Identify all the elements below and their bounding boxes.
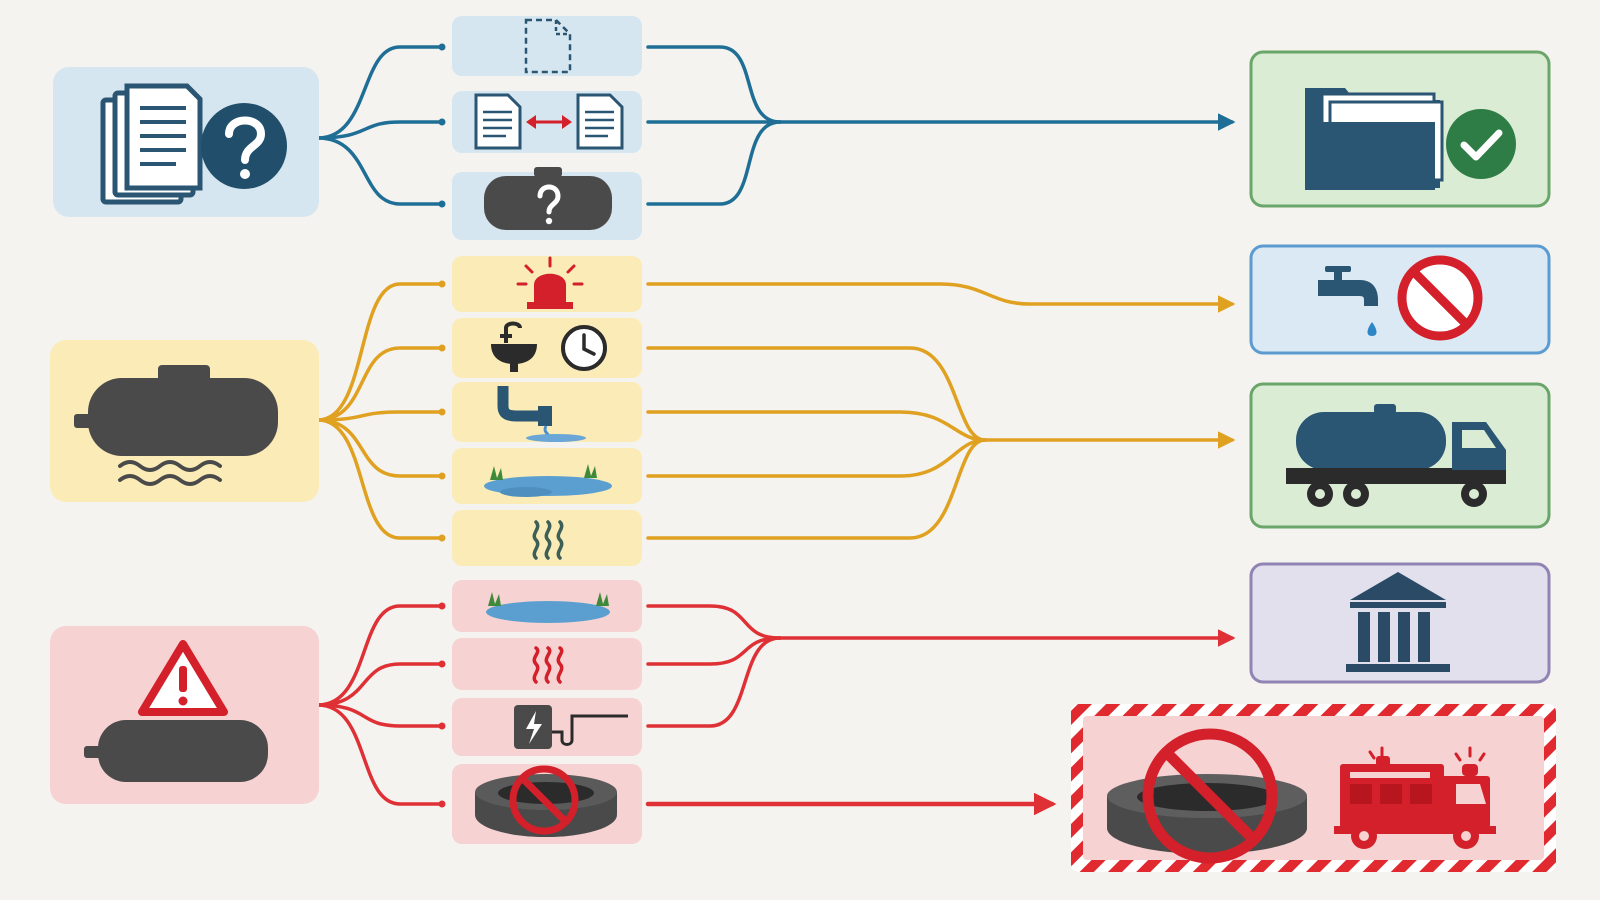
- connector-dot: [438, 43, 446, 51]
- connector-records-to-conflict-docs: [316, 120, 442, 140]
- no-symbol-icon: [1397, 255, 1483, 341]
- group-hazard: [50, 562, 1556, 872]
- connector-dot: [438, 344, 446, 352]
- condition-missing-document: [452, 16, 642, 76]
- records-input-dots: [438, 43, 446, 208]
- wet-ground-icon: [484, 464, 612, 497]
- connector-dot: [438, 660, 446, 668]
- hazard-input-dots: [438, 602, 446, 808]
- tank-icon: [74, 365, 278, 456]
- alarm-light-icon: [516, 256, 584, 309]
- connector-dot: [438, 118, 446, 126]
- slow-drain-clock-icon: [491, 321, 607, 372]
- connector-dot: [438, 472, 446, 480]
- warning-triangle-icon: [138, 640, 228, 716]
- tank-input-dots: [438, 280, 446, 542]
- connector-dot: [438, 408, 446, 416]
- tank-output-connectors: [646, 282, 1236, 540]
- connector-dot: [438, 722, 446, 730]
- conflicting-documents-icon: [474, 93, 624, 150]
- question-circle-icon: [201, 103, 287, 189]
- connector-dot: [438, 800, 446, 808]
- arrow-alarm-to-no-water: [646, 282, 1236, 313]
- connector-hazard-to-electrical: [316, 703, 442, 728]
- connector-hazard-to-pooling: [316, 604, 442, 707]
- connector-odor-to-merge: [646, 438, 987, 540]
- check-circle-icon: [1446, 109, 1516, 179]
- document-stack-icon: [100, 83, 203, 205]
- tank-input-connectors: [316, 282, 442, 540]
- faucet-icon: [1318, 266, 1378, 336]
- missing-document-icon: [524, 18, 572, 74]
- connector-wet-ground-to-merge: [646, 438, 987, 478]
- government-building-icon: [1346, 572, 1450, 672]
- connector-unknown-tank-to-merge: [646, 120, 782, 206]
- connector-missing-doc-to-merge: [646, 45, 782, 124]
- condition-slow-drain: [452, 318, 642, 378]
- connector-dot: [438, 602, 446, 610]
- water-waves-icon: [118, 460, 222, 486]
- odor-icon: [532, 646, 564, 684]
- connector-hazard-to-odor: [316, 662, 442, 707]
- connector-dot: [438, 280, 446, 288]
- folder-icon: [1305, 88, 1444, 190]
- surface-pooling-icon: [486, 592, 610, 623]
- group-records: [53, 16, 1551, 240]
- records-input-connectors: [316, 45, 442, 206]
- group-tank: [50, 244, 1551, 566]
- connector-records-to-unknown-tank: [316, 136, 442, 206]
- hazard-input-connectors: [316, 604, 442, 806]
- open-lid-no-entry-icon: [475, 765, 617, 837]
- connector-electrical-to-merge: [646, 636, 782, 728]
- connector-dot: [438, 534, 446, 542]
- connector-records-to-missing-doc: [316, 45, 442, 140]
- no-entry-pit-icon: [1107, 728, 1307, 864]
- connector-tank-to-wet-ground: [316, 418, 442, 478]
- connector-slow-drain-to-merge: [646, 346, 987, 442]
- connector-tank-to-alarm: [316, 282, 442, 422]
- connector-tank-to-pipe-leak: [316, 410, 442, 422]
- connector-hazard-to-open-lid: [316, 703, 442, 806]
- connector-pipe-leak-to-merge: [646, 410, 987, 442]
- pipe-leak-icon: [497, 386, 586, 442]
- pump-truck-icon: [1286, 404, 1506, 507]
- connector-dot: [438, 200, 446, 208]
- unknown-tank-icon: [484, 167, 612, 230]
- hazard-output-connectors: [645, 604, 1236, 816]
- odor-icon: [532, 520, 564, 560]
- connector-pooling-to-merge: [646, 604, 782, 640]
- fire-truck-icon: [1334, 746, 1496, 849]
- tank-icon: [84, 720, 268, 782]
- records-output-connectors: [646, 45, 1236, 206]
- connector-tank-to-slow-drain: [316, 346, 442, 422]
- electrical-hazard-icon: [514, 705, 628, 749]
- connector-tank-to-odor: [316, 418, 442, 540]
- connector-odor-to-merge: [646, 636, 782, 666]
